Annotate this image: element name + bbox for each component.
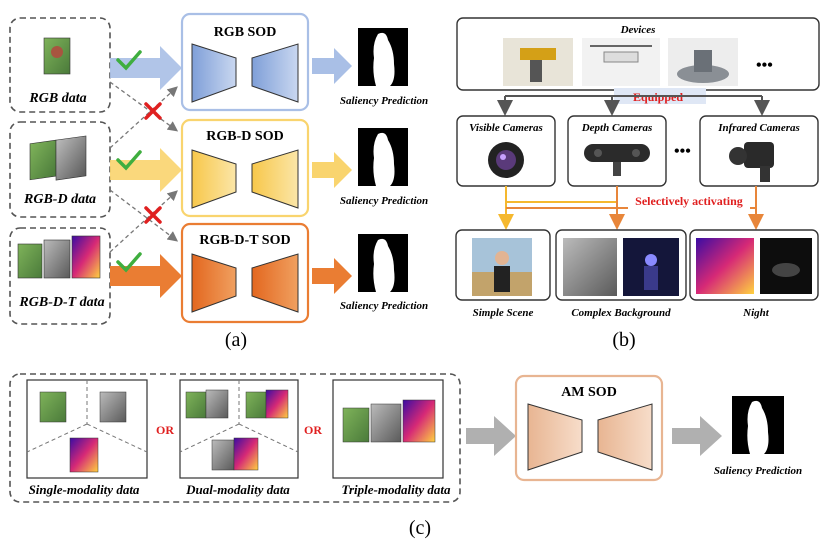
svg-text:RGB SOD: RGB SOD: [214, 25, 277, 40]
cross-icon: [144, 206, 162, 224]
saliency-mask-2: [358, 128, 408, 186]
arrow-out-rgb: [312, 48, 352, 84]
single-modality-box: Single-modality data: [26, 379, 148, 497]
arrow-rgbd: [110, 148, 182, 192]
rgb-thumbnail: [17, 243, 43, 279]
arrow-out-rgbd: [312, 152, 352, 188]
cameras-ellipsis: •••: [674, 143, 691, 160]
model-rgbdt-sod: RGB-D-T SOD: [180, 222, 310, 324]
thermal-thumbnail: [71, 235, 101, 279]
input-rgbd-box: RGB-D data: [9, 121, 111, 218]
check-icon: [116, 50, 142, 71]
model-rgb-sod: RGB SOD: [180, 12, 310, 112]
depth-camera-box: Depth Cameras: [567, 115, 667, 187]
dual-modality-box: Dual-modality data: [179, 379, 299, 497]
devices-ellipsis: •••: [756, 57, 773, 74]
cross-connections: [109, 81, 179, 253]
svg-text:Depth Cameras: Depth Cameras: [581, 122, 653, 134]
svg-text:Single-modality data: Single-modality data: [29, 482, 140, 497]
or-label: OR: [304, 423, 322, 437]
or-label: OR: [156, 423, 174, 437]
night-box: Night: [689, 229, 819, 319]
caption-a: (a): [225, 329, 247, 351]
arrow-to-output: [672, 416, 722, 456]
svg-text:Night: Night: [742, 307, 770, 319]
svg-text:Visible Cameras: Visible Cameras: [469, 122, 543, 134]
saliency-label: Saliency Prediction: [340, 195, 428, 207]
model-rgbd-sod: RGB-D SOD: [180, 118, 310, 218]
saliency-mask-1: [358, 28, 408, 86]
thermal-camera-icon: [744, 142, 774, 168]
svg-text:RGB-D SOD: RGB-D SOD: [206, 129, 283, 144]
arrow-out-rgbdt: [312, 258, 352, 294]
simple-scene-box: Simple Scene: [455, 229, 551, 319]
panel-a: RGB data RGB-D data RGB-D-T data: [9, 12, 428, 351]
caption-c: (c): [409, 517, 431, 539]
modality-group-frame: [9, 373, 461, 503]
saliency-mask-c: [732, 396, 784, 454]
arrow-rgbdt: [110, 254, 182, 298]
saliency-label: Saliency Prediction: [340, 95, 428, 107]
input-rgbdt-label: RGB-D-T data: [18, 295, 104, 310]
triple-modality-box: Triple-modality data: [332, 379, 451, 497]
svg-text:AM SOD: AM SOD: [561, 385, 617, 400]
saliency-label: Saliency Prediction: [340, 300, 428, 312]
svg-text:Simple Scene: Simple Scene: [473, 307, 534, 319]
arrow-rgb: [110, 46, 182, 90]
input-rgbdt-box: RGB-D-T data: [9, 227, 111, 325]
am-sod-model: AM SOD: [514, 374, 664, 482]
depth-thumbnail: [55, 135, 87, 181]
svg-text:Complex Background: Complex Background: [571, 307, 671, 319]
rgb-thumbnail: [29, 139, 57, 181]
panel-c: Single-modality data OR Dual-modality da…: [9, 373, 802, 539]
input-rgbd-label: RGB-D data: [23, 192, 96, 207]
selectively-label: Selectively activating: [635, 194, 743, 208]
input-rgb-box: RGB data: [9, 17, 111, 113]
devices-title: Devices: [620, 24, 656, 36]
input-rgb-label: RGB data: [28, 91, 86, 106]
complex-background-box: Complex Background: [555, 229, 687, 319]
depth-sensor-icon: [584, 144, 650, 162]
caption-b: (b): [612, 329, 635, 351]
saliency-label: Saliency Prediction: [714, 465, 802, 477]
check-icon: [116, 252, 142, 273]
depth-thumbnail: [43, 239, 71, 279]
check-icon: [116, 150, 142, 171]
infrared-camera-box: Infrared Cameras: [699, 115, 819, 187]
panel-b: Devices ••• Equipped Visible Cameras: [455, 17, 820, 351]
cross-icon: [144, 102, 162, 120]
svg-text:Infrared Cameras: Infrared Cameras: [717, 122, 800, 134]
svg-text:RGB-D-T SOD: RGB-D-T SOD: [199, 233, 290, 248]
svg-text:Triple-modality data: Triple-modality data: [342, 482, 451, 497]
visible-camera-box: Visible Cameras: [456, 115, 556, 187]
svg-text:Dual-modality data: Dual-modality data: [185, 482, 290, 497]
saliency-mask-3: [358, 234, 408, 292]
arrow-to-am-sod: [466, 416, 516, 456]
